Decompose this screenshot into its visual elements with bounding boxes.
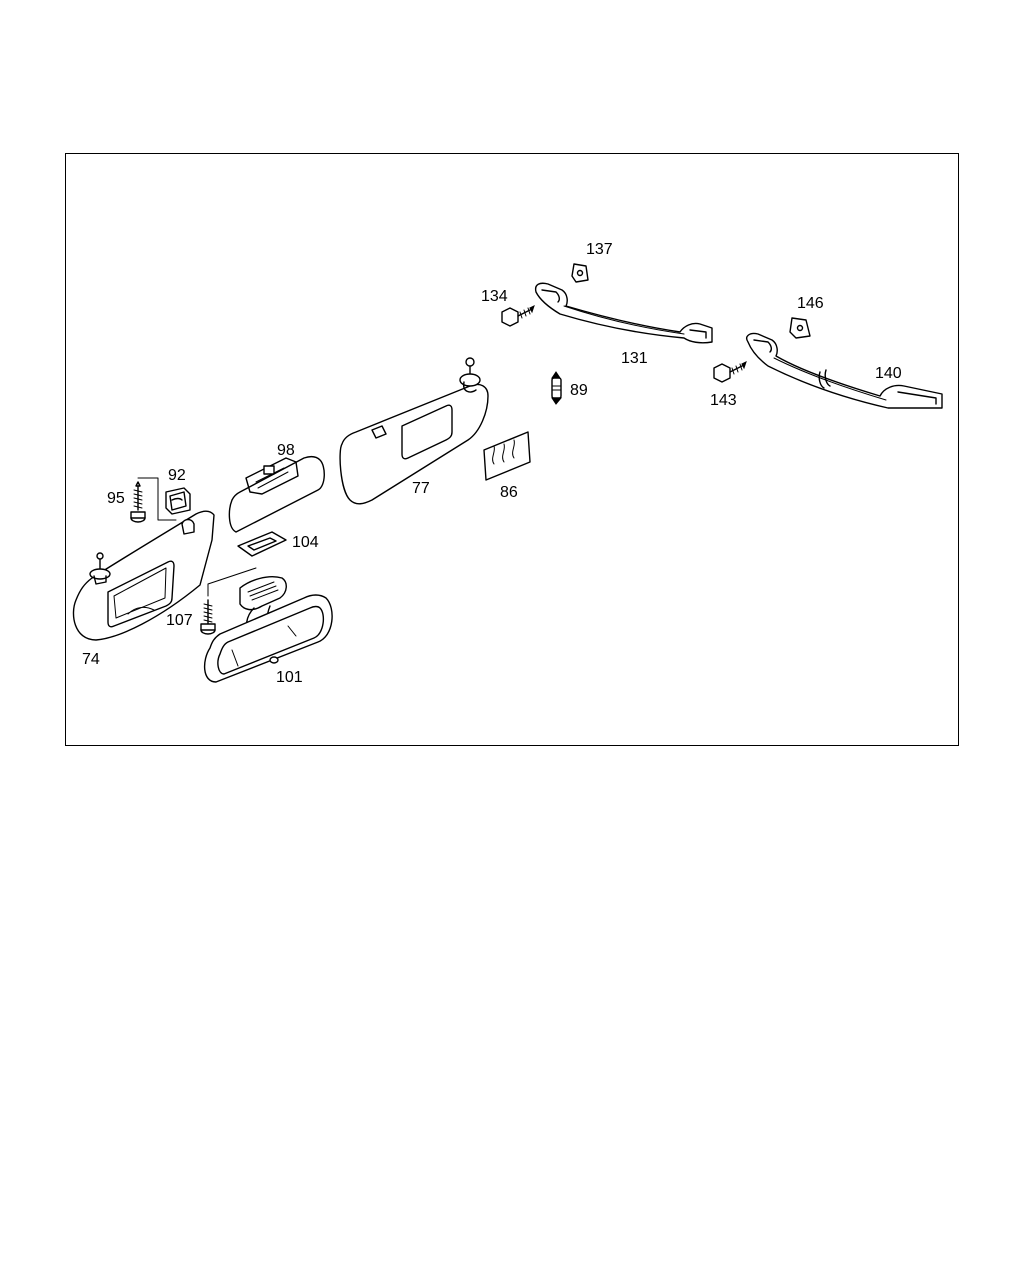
festoon-bulb xyxy=(551,371,563,405)
callout-77: 77 xyxy=(412,480,430,497)
sun-visor-left xyxy=(72,510,215,641)
callout-92: 92 xyxy=(168,467,186,484)
sun-visor-right xyxy=(339,357,489,505)
callout-89: 89 xyxy=(570,382,588,399)
callout-140: 140 xyxy=(875,365,902,382)
mount-plate xyxy=(237,531,287,557)
grab-handle-rear xyxy=(746,332,943,409)
screw-134 xyxy=(501,305,535,327)
warning-label xyxy=(483,431,531,481)
diagram-frame xyxy=(65,153,959,746)
callout-137: 137 xyxy=(586,241,613,258)
clip-146 xyxy=(789,317,811,339)
clip-137 xyxy=(571,263,589,283)
screw-107 xyxy=(200,567,257,635)
callout-134: 134 xyxy=(481,288,508,305)
screw-95 xyxy=(130,477,177,523)
vanity-cover xyxy=(228,455,325,533)
callout-146: 146 xyxy=(797,295,824,312)
callout-101: 101 xyxy=(276,669,303,686)
callout-107: 107 xyxy=(166,612,193,629)
callout-86: 86 xyxy=(500,484,518,501)
callout-131: 131 xyxy=(621,350,648,367)
visor-clip xyxy=(165,487,191,515)
callout-95: 95 xyxy=(107,490,125,507)
callout-143: 143 xyxy=(710,392,737,409)
rearview-mirror xyxy=(203,576,333,683)
screw-143 xyxy=(713,361,747,383)
callout-98: 98 xyxy=(277,442,295,459)
callout-74: 74 xyxy=(82,651,100,668)
grab-handle-front xyxy=(534,282,713,344)
callout-104: 104 xyxy=(292,534,319,551)
